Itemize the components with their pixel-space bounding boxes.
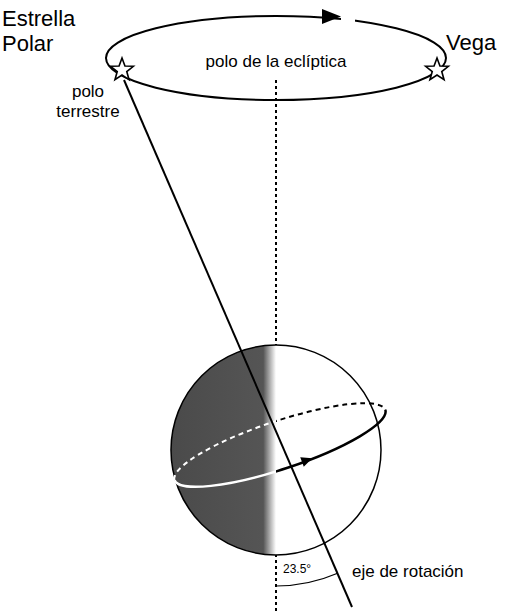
earth-sphere (171, 345, 381, 555)
rotation-arrowhead (300, 453, 314, 466)
precession-arrowhead (322, 9, 341, 24)
circle-gap (341, 8, 355, 24)
pole-label: polo terrestre (48, 82, 128, 121)
star-name: Estrella Polar (2, 6, 94, 57)
star-symbol (111, 58, 134, 80)
pole-label: polo de la eclíptica (186, 52, 366, 72)
equator-back (167, 387, 276, 480)
star-symbol (426, 58, 449, 80)
star-name: Vega (446, 30, 526, 55)
equator-front (175, 410, 276, 503)
angle-label: 23.5° (283, 563, 327, 577)
rotation-axis (124, 80, 352, 607)
axis-label: eje de rotación (352, 562, 522, 582)
equator-front (276, 410, 393, 503)
